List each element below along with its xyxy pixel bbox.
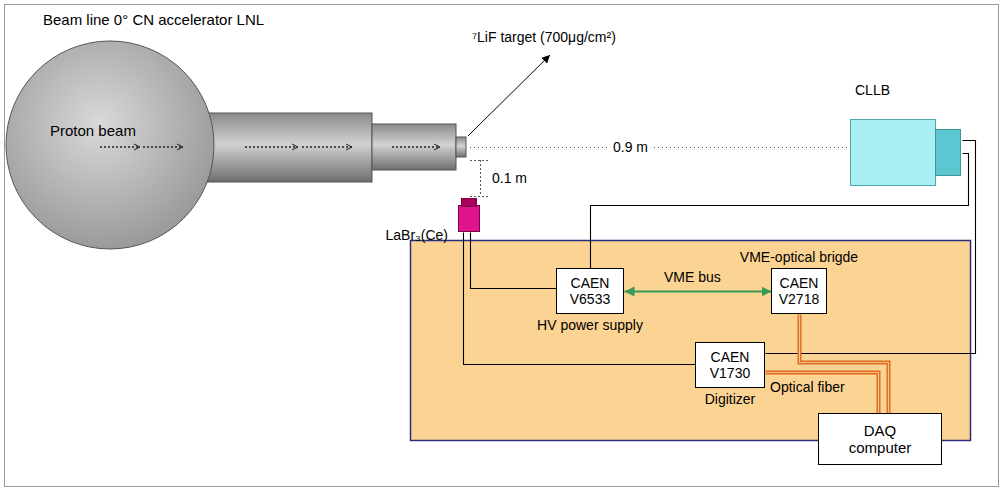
labr-crystal (458, 198, 480, 232)
node-text: LaBr₃(Ce) (386, 227, 449, 243)
connector-label: Optical fiber (770, 379, 845, 395)
node-text: DAQ computer (840, 422, 920, 457)
accelerator-circle-shape (6, 41, 214, 249)
target-label: ⁷LiF target (700μg/cm²) (472, 29, 616, 45)
optical-fiber-core (766, 373, 879, 414)
cylinder-end (936, 130, 961, 176)
node-text: CAEN V6533 (561, 275, 619, 307)
dimension-tick (470, 196, 490, 197)
accelerator-outline (5, 40, 215, 250)
optical-fiber (766, 373, 879, 414)
dimension-line (480, 160, 481, 196)
accelerator-circle: Proton beam (5, 40, 215, 250)
cllb-cylinder (850, 118, 962, 188)
diagram-title: Beam line 0° CN accelerator LNL (43, 11, 264, 28)
labr-detector: LaBr₃(Ce) (458, 198, 480, 232)
connector (625, 291, 772, 292)
cylinder-body (851, 120, 936, 186)
node-heading: VME-optical brigde (740, 249, 858, 265)
dimension-label: 0.9 m (610, 139, 651, 155)
optical-fiber-core (800, 315, 889, 414)
cable (464, 233, 696, 365)
module-box: CAEN V2718VME-optical brigde (771, 268, 827, 314)
module-box: CAEN V6533HV power supply (556, 268, 624, 314)
beam-arrow (302, 146, 352, 147)
target-leader (468, 55, 550, 136)
frame (5, 5, 999, 487)
connector (471, 233, 557, 289)
optical-fiber (800, 315, 889, 414)
connector-label: VME bus (664, 269, 721, 285)
node-text: Proton beam (50, 122, 136, 139)
bus-arrow (625, 291, 772, 293)
node-text: CAEN V2718 (776, 275, 822, 307)
connector (800, 315, 889, 414)
beam-pipe (198, 113, 372, 182)
node-text: CAEN V1730 (700, 349, 760, 381)
dimension-label: 0.1 m (492, 170, 527, 186)
cllb-detector: CLLB (850, 118, 962, 188)
module-box: CAEN V1730Digitizer (695, 342, 765, 388)
connector (464, 233, 696, 365)
beam-arrow (143, 146, 183, 147)
computer-box: DAQ computer (818, 413, 942, 465)
beam-arrow (100, 146, 140, 147)
connector (766, 373, 879, 414)
target (456, 137, 466, 157)
daq-panel (411, 241, 971, 441)
beam-pipe-narrow (372, 124, 456, 170)
distance-line (470, 147, 848, 148)
node-heading: HV power supply (537, 317, 643, 333)
cable (471, 233, 557, 289)
beam-arrow (245, 146, 298, 147)
node-text: CLLB (855, 82, 890, 98)
beam-arrow (392, 146, 440, 147)
node-heading: Digitizer (705, 391, 756, 407)
